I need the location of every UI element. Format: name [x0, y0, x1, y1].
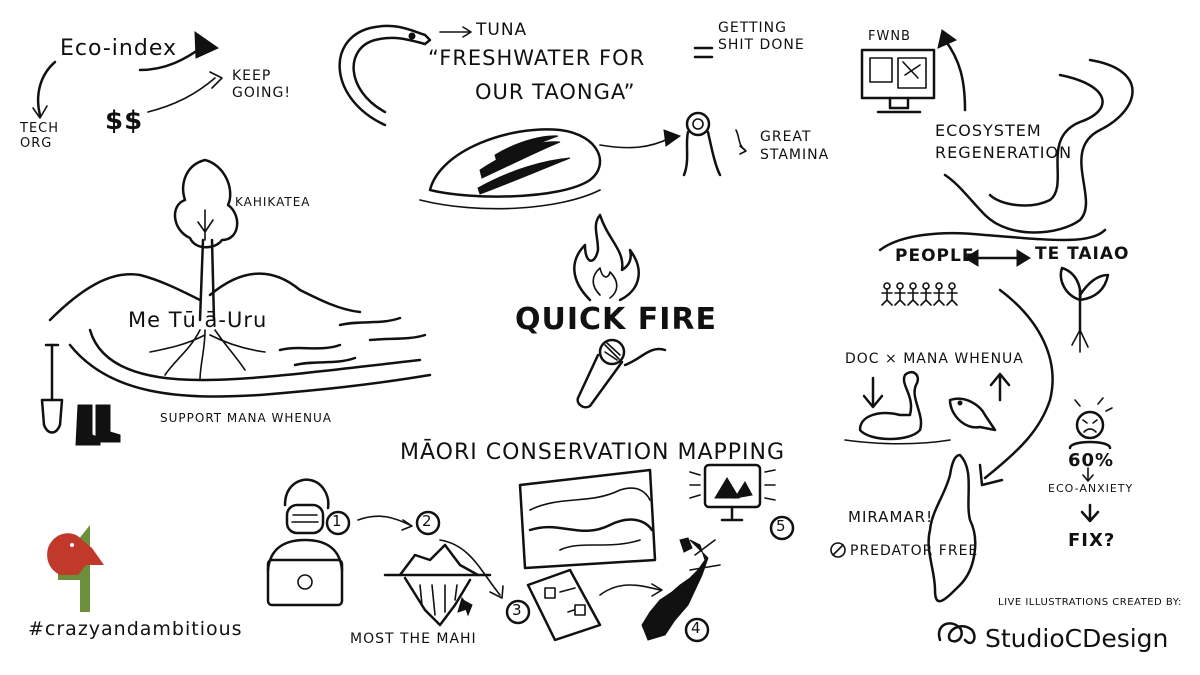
studio-c-design-logo-text: StudioCDesign: [985, 624, 1169, 653]
iceberg-icon: [383, 543, 492, 627]
fwnb-label: FWNB: [868, 29, 911, 44]
step-1-label: 1: [332, 512, 343, 530]
checklist-icon: [526, 568, 602, 642]
ecosystem-regeneration-label: ECOSYSTEM REGENERATION: [935, 121, 1073, 162]
eco-index-label: Eco-index: [60, 36, 177, 61]
mahi-arrow: [457, 596, 471, 613]
maori-mapping-title: MĀORI CONSERVATION MAPPING: [400, 440, 786, 465]
miramar-peninsula-icon: [927, 453, 977, 603]
hashtag-label: #crazyandambitious: [28, 618, 243, 640]
fix-label: FIX?: [1068, 530, 1116, 551]
step-2-label: 2: [422, 512, 433, 530]
worried-person-icon: [1068, 397, 1113, 523]
keep-going-label: KEEP GOING!: [232, 68, 291, 101]
new-zealand-map-icon: [641, 537, 709, 641]
eel-drawing: [338, 24, 472, 127]
tech-org-label: TECH ORG: [20, 121, 60, 151]
people-label: PEOPLE: [895, 246, 975, 266]
quick-fire-label: QUICK FIRE: [515, 302, 717, 337]
te-taiao-label: TE TAIAO: [1035, 244, 1130, 264]
miramar-label: MIRAMAR!: [848, 508, 934, 526]
credit-label: LIVE ILLUSTRATIONS CREATED BY:: [998, 597, 1182, 608]
fish-icon: [948, 397, 997, 432]
eco-anxiety-label: ECO-ANXIETY: [1048, 482, 1134, 495]
map-board-icon: [518, 468, 657, 570]
step-4-label: 4: [691, 619, 702, 637]
spade-icon: [40, 343, 64, 434]
step-5-label: 5: [776, 517, 787, 535]
getting-done-label: GETTING SHIT DONE: [718, 20, 805, 53]
people-group-icon: [881, 282, 958, 306]
great-stamina-label: GREAT STAMINA: [760, 129, 830, 164]
crazy-ambitious-logo: [47, 525, 104, 612]
boots-icon: [75, 404, 121, 446]
eel-egg-drawing: [419, 111, 747, 210]
me-tu-a-uru-label: Me Tū ā-Uru: [128, 308, 268, 332]
miramar-arrow: [978, 288, 1054, 487]
person-laptop-icon: [266, 478, 344, 607]
freshwater-quote-line2: OUR TAONGA”: [475, 80, 636, 104]
step-arrows: [357, 515, 721, 599]
tuna-label: TUNA: [476, 20, 528, 40]
step-3-label: 3: [512, 601, 523, 619]
no-symbol-icon: [830, 542, 846, 558]
arrow-up-icon: [989, 372, 1011, 402]
doc-mana-whenua-label: DOC × MANA WHENUA: [845, 351, 1024, 367]
computer-logo-icon: [689, 463, 776, 522]
studio-c-design-logo-mark: [937, 622, 976, 645]
hills-landscape: [48, 272, 432, 398]
swan-icon: [844, 370, 951, 445]
predator-free-label: PREDATOR FREE: [850, 543, 979, 559]
seedling-icon: [1059, 266, 1110, 353]
eco-index-arrows: [32, 31, 223, 119]
kahikatea-label: KAHIKATEA: [235, 195, 311, 209]
double-arrow-icon: [964, 249, 1031, 267]
monitor-icon: [860, 29, 967, 114]
fire-icon: [573, 213, 640, 302]
equals-sign: [693, 46, 714, 59]
freshwater-quote-line1: “FRESHWATER FOR: [428, 46, 646, 70]
dollars-label: $$: [105, 106, 144, 136]
river-drawing: [878, 58, 1134, 252]
percent-label: 60%: [1068, 450, 1115, 471]
support-mana-whenua-label: SUPPORT MANA WHENUA: [160, 411, 332, 425]
most-the-mahi-label: MOST THE MAHI: [350, 631, 477, 647]
kahikatea-tree: [173, 158, 239, 322]
step-circles: [325, 510, 795, 643]
microphone-icon: [576, 338, 667, 409]
arrow-down-icon: [862, 376, 884, 409]
